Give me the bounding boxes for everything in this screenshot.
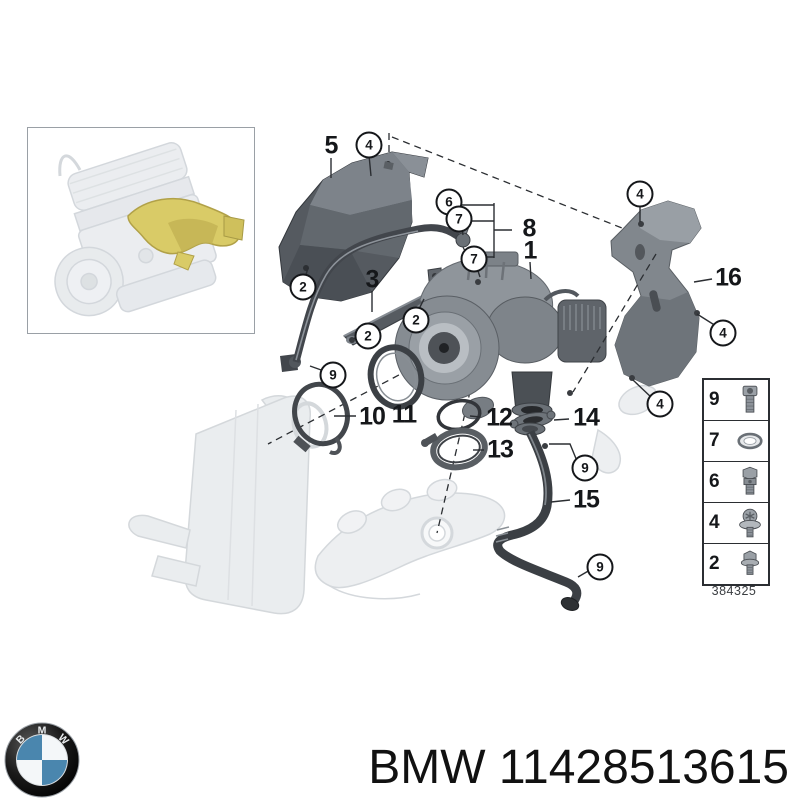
legend-row-6: 6 xyxy=(704,462,768,503)
part-10-clamp xyxy=(292,381,350,455)
legend-row-2: 2 xyxy=(704,544,768,584)
part-16-heat-shield xyxy=(610,200,702,387)
fastener-legend: 9 7 6 4 xyxy=(702,378,770,586)
part-13-v-band-clamp xyxy=(421,427,488,471)
screw-washer-icon xyxy=(738,508,761,538)
washer-icon xyxy=(736,432,763,450)
flange-bolt-icon xyxy=(740,550,759,575)
part-number-text: BMW 11428513615 xyxy=(368,741,789,794)
bmw-logo: B M W xyxy=(4,722,80,798)
socket-head-screw-icon xyxy=(742,385,757,413)
part-1-turbocharger xyxy=(394,251,607,420)
drawing-number: 384325 xyxy=(711,584,757,598)
part-11-gasket-ring xyxy=(367,344,425,410)
engine-thumbnail-art xyxy=(54,142,245,317)
engine-thumbnail[interactable] xyxy=(27,127,255,334)
logo-letter-m: M xyxy=(38,725,47,737)
legend-label: 2 xyxy=(709,553,720,574)
legend-row-9: 9 xyxy=(704,380,768,421)
legend-label: 4 xyxy=(709,512,720,533)
ghost-catalytic-converter xyxy=(128,395,329,615)
legend-label: 9 xyxy=(709,389,720,410)
legend-row-4: 4 xyxy=(704,503,768,544)
banjo-bolt-icon xyxy=(742,466,757,495)
legend-label: 6 xyxy=(709,471,720,492)
part-5-heat-shield xyxy=(278,151,429,302)
legend-label: 7 xyxy=(709,430,720,451)
axis-line-shield16 xyxy=(572,253,657,393)
legend-row-7: 7 xyxy=(704,421,768,462)
part-15-oil-return-pipe xyxy=(493,422,582,611)
highlighted-heat-shield-part xyxy=(127,197,245,271)
